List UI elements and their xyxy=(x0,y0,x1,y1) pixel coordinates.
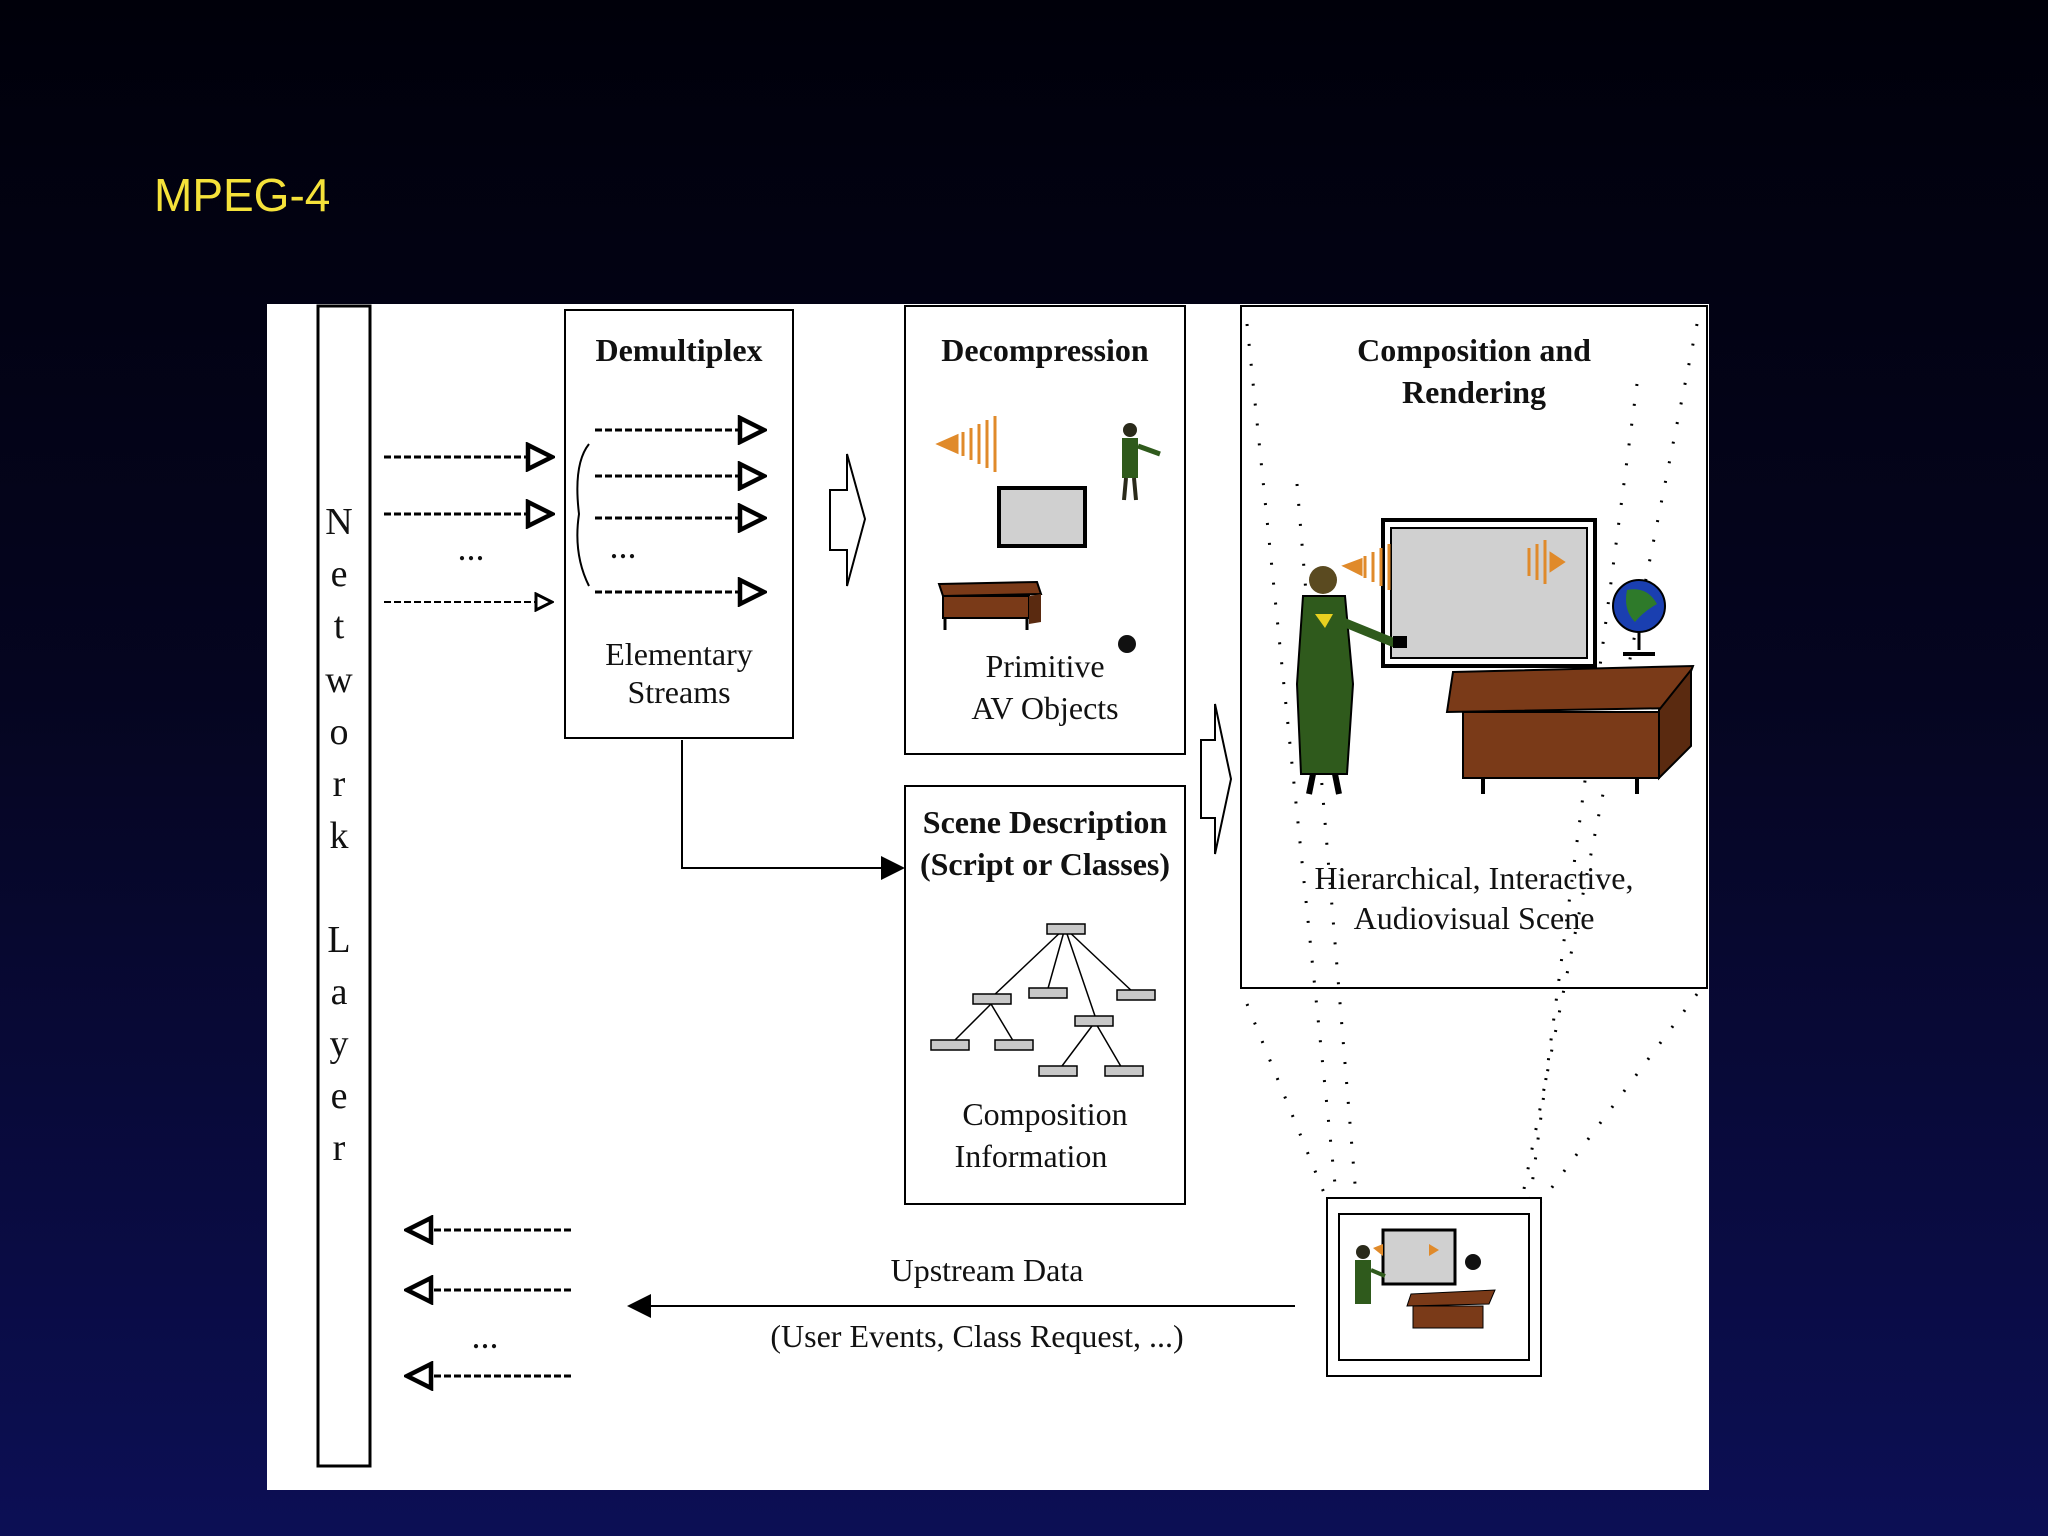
board-speaker-icon xyxy=(1527,540,1566,584)
composition-title-line1: Composition and xyxy=(1357,332,1591,368)
demultiplex-title: Demultiplex xyxy=(595,332,763,368)
scene-description-caption-line1: Composition xyxy=(962,1096,1128,1132)
composition-caption-line2: Audiovisual Scene xyxy=(1353,900,1595,936)
demux-to-decompression-arrow xyxy=(829,453,867,587)
large-globe-icon xyxy=(1612,579,1666,656)
presenter-icon xyxy=(1122,423,1161,501)
decompression-caption-line1: Primitive xyxy=(985,648,1105,684)
demux-to-scene-arrow xyxy=(681,740,905,880)
network-layer-letter: k xyxy=(329,815,349,857)
network-layer-letter: a xyxy=(330,971,348,1013)
slide-title: MPEG-4 xyxy=(154,169,331,221)
large-presenter-icon xyxy=(1295,566,1407,795)
input-ellipsis: ... xyxy=(457,528,485,568)
input-arrows xyxy=(384,457,552,602)
network-layer-letter: y xyxy=(329,1023,349,1065)
composition-caption-line1: Hierarchical, Interactive, xyxy=(1314,860,1634,896)
upstream-label: Upstream Data xyxy=(890,1252,1084,1288)
network-layer-letter: t xyxy=(333,605,345,647)
network-layer-box xyxy=(316,304,372,1468)
network-layer-letter: e xyxy=(330,553,348,595)
globe-icon xyxy=(1118,635,1136,653)
demultiplex-box xyxy=(564,309,794,739)
network-layer-letter: L xyxy=(327,919,351,961)
composition-title-line2: Rendering xyxy=(1402,374,1546,410)
demux-brace xyxy=(576,443,590,587)
network-layer-letter: w xyxy=(325,659,353,701)
diagram-graphics xyxy=(316,304,1708,1468)
network-layer-letter: N xyxy=(325,501,353,543)
network-layer-letter: r xyxy=(332,763,346,805)
demultiplex-caption-line1: Elementary xyxy=(605,636,753,672)
terminal-scene-thumbnail xyxy=(1355,1228,1496,1329)
upstream-sublabel: (User Events, Class Request, ...) xyxy=(770,1318,1184,1354)
composition-box xyxy=(1240,305,1708,989)
large-desk-icon xyxy=(1445,664,1695,794)
decompression-box xyxy=(904,305,1186,755)
upstream-ellipsis: ... xyxy=(471,1316,499,1356)
scene-description-caption-line2: Information xyxy=(954,1138,1108,1174)
network-layer-letter: r xyxy=(332,1127,346,1169)
network-layer-letter: o xyxy=(329,711,349,753)
composition-tree-icon xyxy=(930,923,1156,1077)
speaker-icon xyxy=(935,416,997,472)
mpeg4-diagram: N e t w o r k L a y e r ... Demultiplex … xyxy=(267,304,1709,1490)
demux-ellipsis: ... xyxy=(609,526,637,566)
to-composition-arrow xyxy=(1200,703,1233,855)
scene-description-title-line1: Scene Description xyxy=(922,804,1168,840)
display-board-icon xyxy=(997,486,1087,548)
scene-description-title-line2: (Script or Classes) xyxy=(919,846,1171,882)
decompression-title: Decompression xyxy=(941,332,1149,368)
demux-arrows xyxy=(595,430,764,592)
desk-icon xyxy=(937,580,1043,630)
network-layer-letter: e xyxy=(330,1075,348,1117)
presenter-speaker-icon xyxy=(1341,544,1391,590)
demultiplex-caption-line2: Streams xyxy=(627,674,731,710)
upstream-arrows xyxy=(407,1230,571,1376)
scene-description-box xyxy=(904,785,1186,1205)
decompression-caption-line2: AV Objects xyxy=(971,690,1119,726)
